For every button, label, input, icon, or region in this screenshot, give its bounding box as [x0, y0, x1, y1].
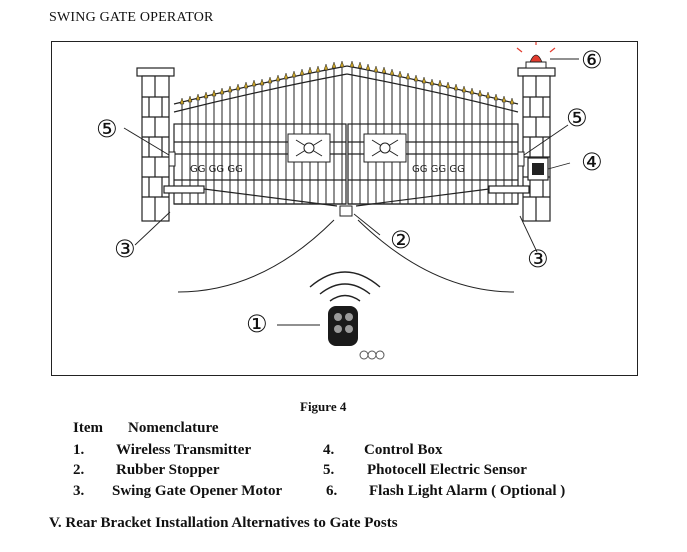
legend-name: Flash Light Alarm ( Optional )	[369, 483, 566, 499]
legend-num: 4.	[323, 442, 335, 458]
gate-illustration: GG GG GG GG GG GG	[123, 42, 579, 360]
callout-1: ①	[246, 310, 268, 338]
gate-diagram-figure: GG GG GG GG GG GG	[51, 41, 638, 376]
legend-num: 6.	[326, 483, 338, 499]
section-heading: V. Rear Bracket Installation Alternative…	[49, 515, 398, 531]
legend-name: Swing Gate Opener Motor	[112, 483, 283, 499]
spear-tips	[179, 60, 515, 105]
callout-3-left: ③	[114, 235, 136, 263]
callout-2: ②	[390, 226, 412, 254]
control-box-panel	[532, 163, 544, 175]
legend-name: Photocell Electric Sensor	[367, 462, 527, 478]
figure-caption: Figure 4	[300, 399, 347, 414]
legend-name: Control Box	[364, 442, 443, 458]
callout-5-left: ⑤	[96, 115, 118, 143]
legend-num: 5.	[323, 462, 335, 478]
leader-lines	[123, 58, 579, 326]
legend-header-item: Item	[73, 420, 103, 436]
legend-num: 3.	[73, 483, 85, 499]
callout-3-right: ③	[527, 245, 549, 273]
legend-num: 1.	[73, 442, 85, 458]
callout-6: ⑥	[581, 46, 603, 74]
svg-text:GG GG GG: GG GG GG	[190, 164, 243, 175]
gate-leaves	[173, 65, 519, 205]
callout-4: ④	[581, 148, 603, 176]
photocell-left	[168, 151, 176, 167]
legend-num: 2.	[73, 462, 85, 478]
right-gate-post	[517, 67, 556, 222]
legend-header-nomenclature: Nomenclature	[128, 420, 219, 436]
wireless-transmitter-remote	[328, 306, 385, 360]
photocell-right	[517, 151, 525, 167]
gate-ornaments: GG GG GG GG GG GG	[190, 133, 465, 175]
flash-light-alarm	[516, 42, 556, 69]
rubber-stopper	[339, 205, 353, 217]
callout-5-right: ⑤	[566, 104, 588, 132]
swing-arcs	[177, 219, 515, 293]
document-title: SWING GATE OPERATOR	[49, 10, 214, 25]
wireless-waves	[309, 271, 381, 302]
legend-name: Wireless Transmitter	[116, 442, 252, 458]
swing-gate-opener-motors	[163, 185, 530, 207]
left-gate-post	[136, 67, 175, 222]
legend-name: Rubber Stopper	[116, 462, 220, 478]
svg-text:GG GG GG: GG GG GG	[412, 164, 465, 175]
